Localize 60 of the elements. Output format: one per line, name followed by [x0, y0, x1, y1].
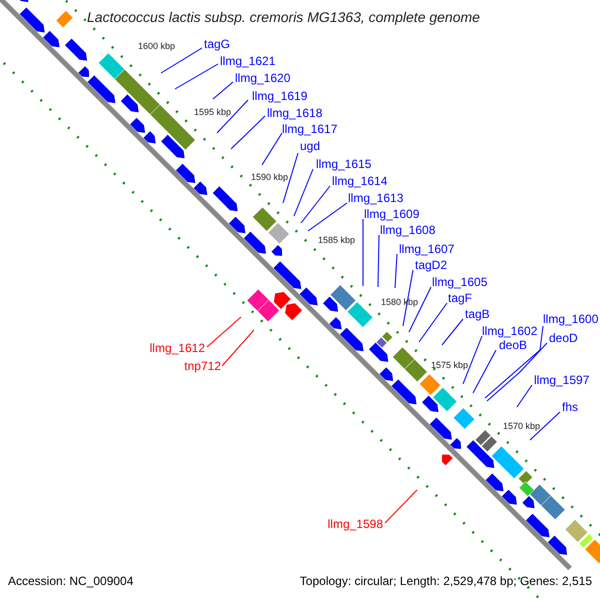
leader-line: [442, 318, 464, 346]
gene-label: llmg_1613: [348, 192, 404, 204]
gene-label: llmg_1615: [316, 158, 372, 170]
page-title: Lactococcus lactis subsp. cremoris MG1363, complete genome: [87, 10, 480, 24]
gene-label: deoD: [549, 332, 578, 344]
leader-line: [308, 202, 348, 232]
tick-label: 1575 kbp: [431, 361, 468, 370]
tick-label: 1595 kbp: [194, 108, 232, 117]
gene-label: llmg_1605: [432, 276, 488, 288]
leader-line: [418, 302, 448, 342]
gene-label: llmg_1598: [328, 518, 383, 530]
gene-label: llmg_1619: [252, 90, 308, 102]
gene-label: llmg_1597: [534, 374, 590, 386]
leader-line: [408, 286, 432, 332]
leader-line: [206, 316, 242, 348]
gene-label: tagD2: [415, 259, 448, 271]
tick-label: 1585 kbp: [318, 236, 356, 245]
gene-label: tagF: [448, 292, 472, 304]
gene-label: llmg_1607: [399, 243, 454, 255]
leader-line: [222, 330, 254, 366]
gene-label: tagB: [465, 308, 490, 320]
leader-line: [484, 326, 544, 398]
gene-label: llmg_1608: [380, 224, 436, 236]
gene-label: llmg_1614: [332, 175, 388, 187]
gene-label: llmg_1602: [482, 325, 538, 337]
leader-line: [262, 132, 282, 166]
leader-line: [230, 116, 266, 150]
leader-line: [462, 336, 482, 384]
leader-line: [378, 234, 380, 288]
gene-label: tagG: [204, 38, 230, 50]
leader-line: [282, 152, 298, 204]
leader-line: [160, 48, 202, 74]
leader-line: [300, 186, 330, 224]
gene-label: deoB: [499, 339, 528, 351]
leader-line: [516, 384, 532, 408]
gene-label: ugd: [300, 140, 320, 152]
gene-label: llmg_1621: [220, 55, 276, 67]
leader-line: [362, 218, 364, 286]
accession-text: Accession: NC_009004: [8, 575, 134, 587]
gene-label: llmg_1617: [282, 123, 338, 135]
genome-info-text: Topology: circular; Length: 2,529,478 bp; Genes: 2,515: [300, 575, 592, 587]
leader-line: [294, 168, 314, 216]
gene-label: fhs: [562, 401, 578, 413]
leader-line: [212, 82, 234, 100]
leader-line: [174, 64, 218, 90]
tick-label: 1590 kbp: [251, 173, 288, 182]
gene-label: llmg_1612: [150, 342, 205, 354]
gene-label: llmg_1609: [364, 208, 420, 220]
leader-line: [530, 412, 560, 440]
tick-label: 1570 kbp: [503, 422, 540, 431]
leader-line: [384, 490, 418, 524]
gene-label: llmg_1600: [543, 313, 598, 325]
gene-label: llmg_1620: [235, 72, 290, 84]
gene-label: llmg_1618: [267, 107, 322, 119]
leader-line: [472, 350, 496, 394]
leader-line: [216, 100, 248, 134]
gene-label: tnp712: [184, 360, 221, 372]
leader-line: [394, 254, 398, 288]
tick-label: 1600 kbp: [138, 42, 176, 51]
leader-line: [486, 342, 548, 402]
